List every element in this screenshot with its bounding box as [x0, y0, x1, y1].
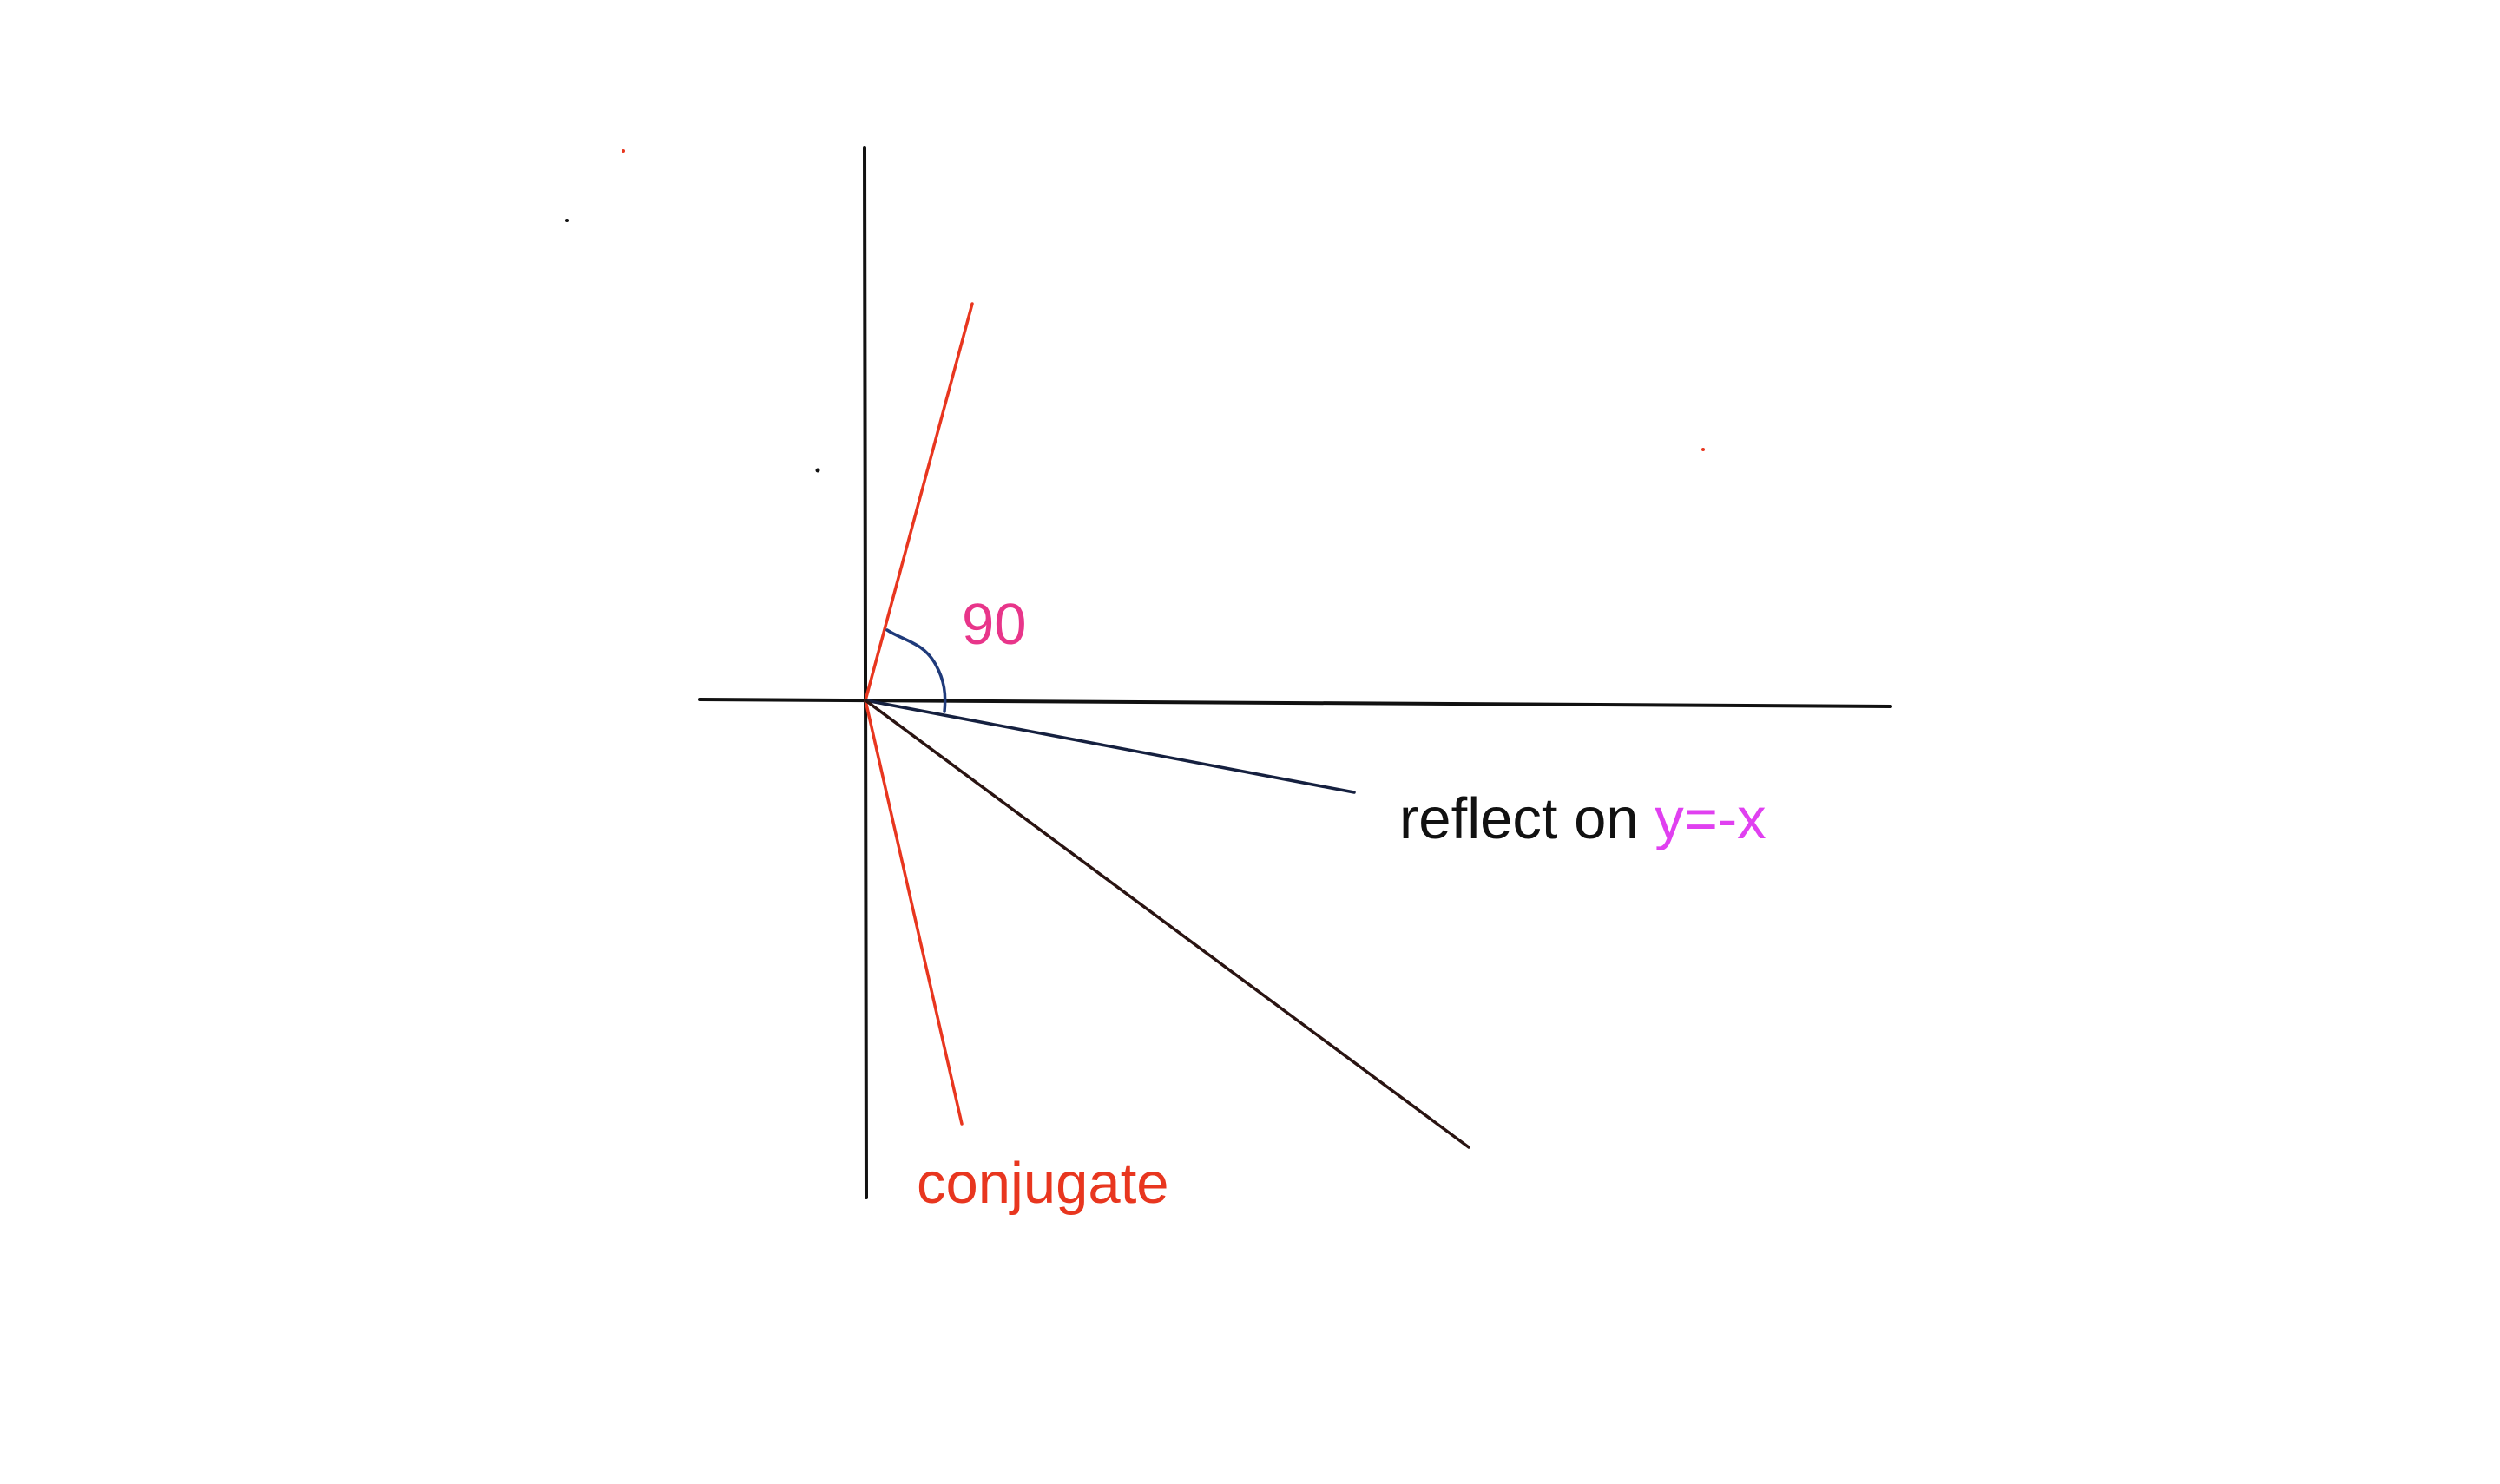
- diagonal-ray: [864, 699, 1470, 1149]
- conjugate-label: conjugate: [917, 1151, 1169, 1216]
- stray-dot-red: [1701, 448, 1705, 451]
- stray-dot-red: [622, 149, 625, 153]
- conjugate-red-ray: [864, 699, 964, 1126]
- stray-dot-black: [815, 468, 820, 473]
- upper-red-ray: [864, 302, 974, 702]
- angle-label: 90: [962, 592, 1027, 657]
- reflect-label-line: y=-x: [1655, 786, 1766, 851]
- stray-dot-black: [565, 219, 569, 222]
- y-axis: [863, 146, 868, 1199]
- reflect-ray: [864, 699, 1356, 794]
- angle-arc: [885, 628, 947, 713]
- x-axis: [698, 698, 1892, 708]
- reflect-label-prefix: reflect on: [1399, 786, 1655, 851]
- reflect-label: reflect on y=-x: [1399, 790, 1766, 848]
